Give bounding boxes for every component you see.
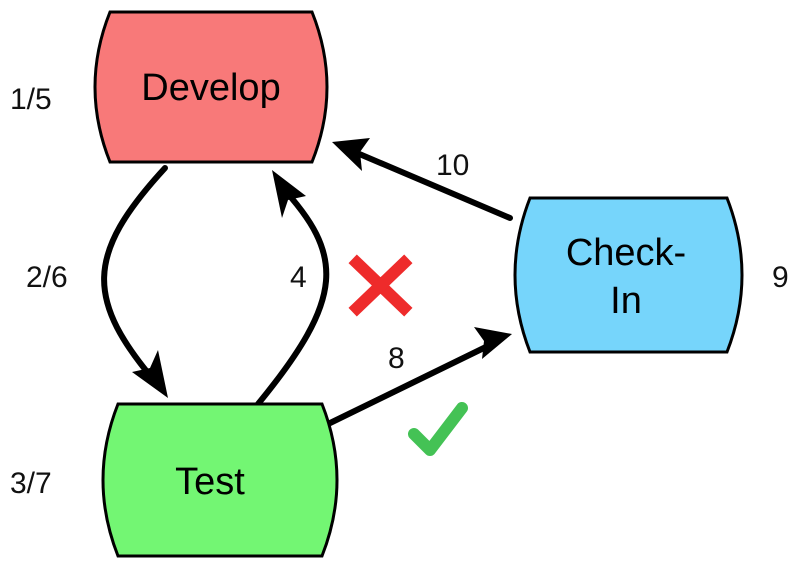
edge-label-develop-to-test: 2/6 (26, 261, 68, 294)
node-develop-shape (93, 10, 329, 164)
edge-test-to-develop (255, 182, 330, 407)
node-checkin: Check- In (513, 196, 744, 354)
arrowhead-test-to-develop (272, 170, 306, 218)
check-icon (408, 402, 468, 456)
node-checkin-label-line2: In (610, 280, 642, 322)
node-develop: Develop (93, 10, 329, 164)
edges (101, 138, 513, 428)
node-develop-label: Develop (141, 67, 280, 109)
edge-develop-to-test (101, 165, 168, 388)
edge-checkin-to-develop (347, 147, 513, 221)
edge-label-test-to-checkin: 8 (388, 342, 405, 375)
cross-icon (348, 254, 413, 317)
arrowhead-develop-to-test (132, 350, 168, 398)
step-label-checkin: 9 (772, 261, 789, 294)
node-test: Test (101, 402, 339, 558)
node-checkin-label-line1: Check- (566, 232, 686, 274)
edge-test-to-checkin (323, 341, 495, 428)
edge-label-checkin-to-develop: 10 (436, 149, 469, 182)
node-test-label: Test (175, 461, 245, 503)
step-label-develop: 1/5 (10, 83, 52, 116)
node-test-shape (101, 402, 339, 558)
edge-label-test-to-develop: 4 (290, 261, 307, 294)
arrowhead-checkin-to-develop (332, 138, 370, 171)
step-label-test: 3/7 (10, 467, 52, 500)
node-checkin-shape (513, 196, 744, 354)
arrowhead-test-to-checkin (474, 327, 512, 359)
